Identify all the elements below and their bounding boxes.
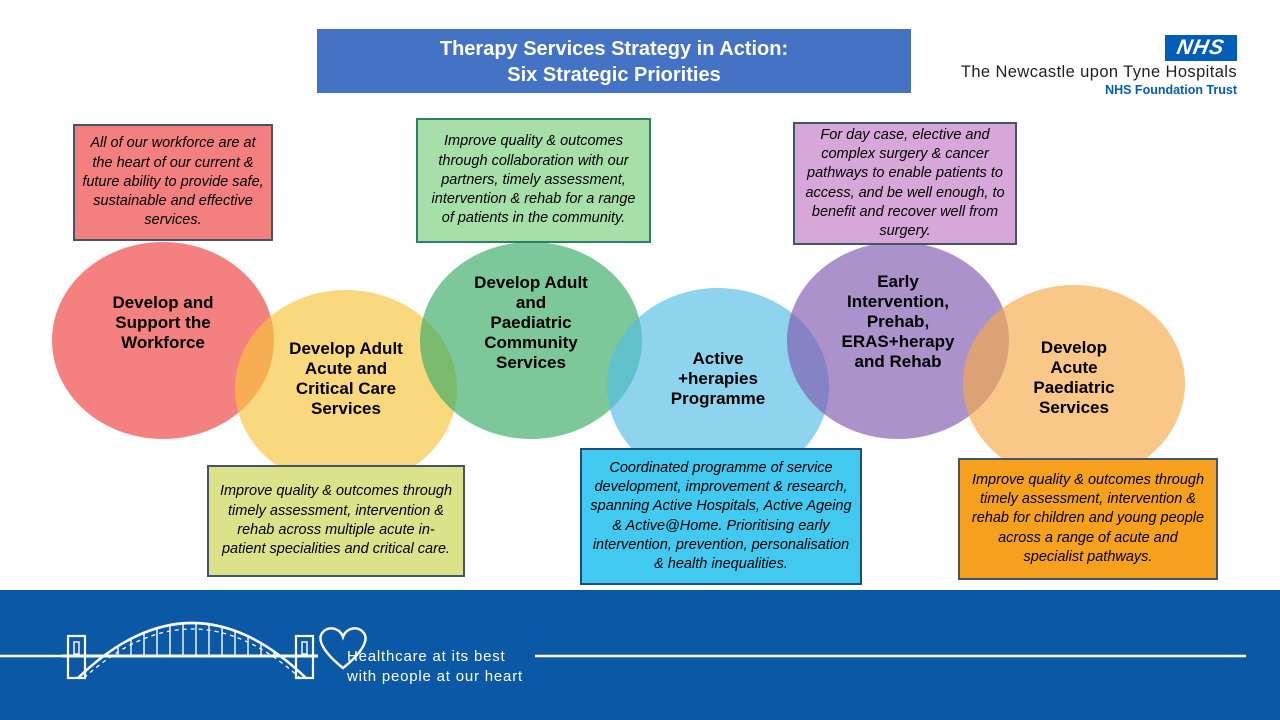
nhs-wordmark: NHS — [1175, 36, 1228, 59]
circle-adult-acute-critical-care — [235, 290, 457, 487]
callout-active-therapies: Coordinated programme of service develop… — [580, 448, 862, 585]
footer-tagline: Healthcare at its best with people at ou… — [347, 647, 523, 687]
callout-community-services: Improve quality & outcomes through colla… — [416, 118, 651, 243]
tagline-line-1: Healthcare at its best — [347, 648, 506, 665]
callout-adult-acute-critical-care: Improve quality & outcomes through timel… — [207, 465, 465, 577]
callout-acute-paediatric: Improve quality & outcomes through timel… — [958, 458, 1218, 580]
title-line-2: Six Strategic Priorities — [507, 64, 721, 86]
callout-workforce: All of our workforce are at the heart of… — [73, 124, 273, 241]
circle-community-services — [420, 242, 642, 439]
callout-early-intervention: For day case, elective and complex surge… — [793, 122, 1017, 245]
heart-icon — [319, 627, 367, 670]
title-banner: Therapy Services Strategy in Action: Six… — [317, 29, 911, 93]
footer-bar: Healthcare at its best with people at ou… — [0, 590, 1280, 720]
footer-graphics — [0, 590, 1280, 720]
tagline-line-2: with people at our heart — [347, 668, 523, 685]
trust-subtitle: NHS Foundation Trust — [1105, 83, 1237, 97]
nhs-logo-icon: NHS — [1165, 35, 1237, 61]
title-line-1: Therapy Services Strategy in Action: — [439, 38, 789, 60]
circle-acute-paediatric — [963, 285, 1185, 482]
nhs-trust-logo: NHS The Newcastle upon Tyne Hospitals NH… — [937, 35, 1237, 97]
tyne-bridge-icon — [0, 621, 318, 680]
trust-name: The Newcastle upon Tyne Hospitals — [960, 63, 1237, 81]
